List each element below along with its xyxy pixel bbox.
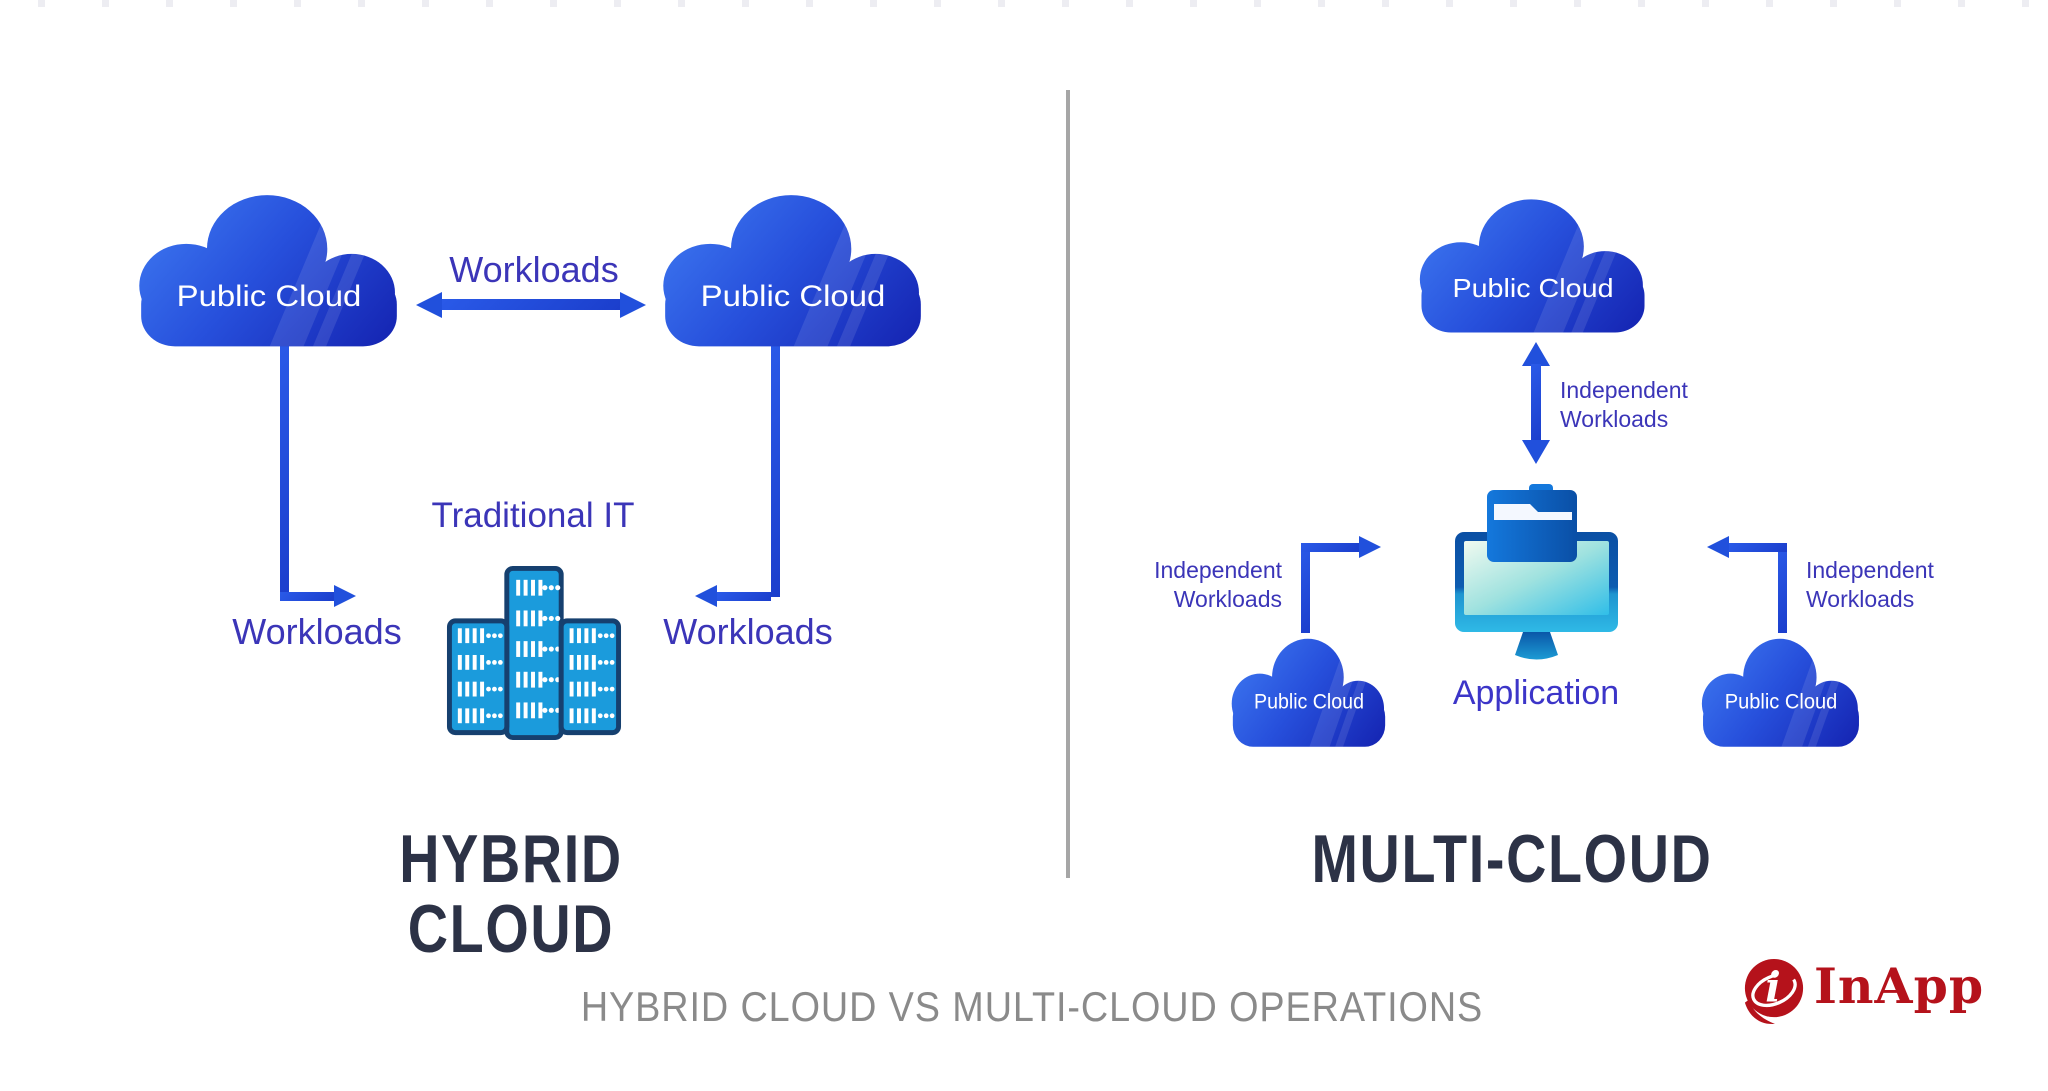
hybrid-left-arrow-label: Workloads <box>232 611 402 652</box>
hybrid-cloud-right-label: Public Cloud <box>701 280 886 313</box>
inapp-logo-mark: i <box>1765 964 1780 1012</box>
multi-left-arrow-segment <box>1301 543 1359 552</box>
hybrid-between-arrow-label: Workloads <box>449 249 619 290</box>
folder-glyph <box>1487 484 1577 562</box>
multi-top-arrow-label: Independent Workloads <box>1560 376 1688 434</box>
hybrid-right-arrow-stem <box>771 344 780 597</box>
multi-left-arrow-stem <box>1301 545 1310 633</box>
hybrid-between-arrowhead-left <box>416 292 442 318</box>
hybrid-right-arrow-label: Workloads <box>663 611 833 652</box>
hybrid-cloud-left-label: Public Cloud <box>177 280 362 313</box>
inapp-logo-icon: i <box>1744 959 1804 1025</box>
hybrid-left-arrow-segment <box>280 592 334 601</box>
multi-public-cloud-right-icon: Public Cloud <box>1701 638 1859 747</box>
inapp-logo-text: InApp <box>1814 957 1985 1015</box>
hybrid-public-cloud-right-icon: Public Cloud <box>663 195 921 347</box>
multi-cloud-top-label: Public Cloud <box>1452 273 1613 302</box>
multi-top-arrow-label-line1: Independent <box>1560 377 1688 403</box>
monitor-stand <box>1515 632 1558 660</box>
hybrid-right-arrow-segment <box>717 592 771 601</box>
hybrid-between-arrowhead-right <box>620 292 646 318</box>
multi-left-arrowhead <box>1359 536 1381 558</box>
multi-right-arrow-segment <box>1729 543 1787 552</box>
multi-right-arrow-label-line1: Independent <box>1806 557 1934 583</box>
multi-left-arrow-label-line1: Independent <box>1154 557 1282 583</box>
top-edge-ticks <box>0 0 2048 7</box>
multi-top-arrow-bar <box>1531 364 1541 442</box>
multi-right-arrow-label: Independent Workloads <box>1806 556 1958 614</box>
server-rack-icon <box>446 565 622 741</box>
multi-top-arrowhead-up <box>1522 342 1550 366</box>
inapp-logo: i InApp <box>1742 950 1983 1030</box>
hybrid-heading: HYBRID CLOUD <box>399 821 623 967</box>
multi-cloud-right-label: Public Cloud <box>1725 690 1838 714</box>
application-label: Application <box>1452 674 1620 712</box>
multi-public-cloud-left-icon: Public Cloud <box>1231 638 1386 747</box>
multi-left-arrow-label-line2: Workloads <box>1173 586 1282 612</box>
hybrid-public-cloud-left-icon: Public Cloud <box>139 195 397 347</box>
hybrid-left-arrowhead <box>334 585 356 607</box>
multi-cloud-left-label: Public Cloud <box>1254 691 1364 714</box>
multi-right-arrow-stem <box>1778 545 1787 633</box>
multi-top-arrowhead-down <box>1522 440 1550 464</box>
multi-public-cloud-top-icon: Public Cloud <box>1419 199 1645 333</box>
traditional-it-label: Traditional IT <box>431 496 635 535</box>
multi-right-arrow-label-line2: Workloads <box>1806 586 1915 612</box>
section-divider <box>1066 90 1070 878</box>
multi-top-arrow-label-line2: Workloads <box>1560 406 1669 432</box>
hybrid-left-arrow-stem <box>280 344 289 597</box>
hybrid-between-arrow-bar <box>440 299 620 310</box>
multi-heading: MULTI-CLOUD <box>1311 821 1713 897</box>
hybrid-right-arrowhead <box>695 585 717 607</box>
application-icon <box>1455 484 1618 660</box>
multi-left-arrow-label: Independent Workloads <box>1130 556 1282 614</box>
footer-caption: HYBRID CLOUD VS MULTI-CLOUD OPERATIONS <box>580 983 1484 1030</box>
multi-right-arrowhead <box>1707 536 1729 558</box>
